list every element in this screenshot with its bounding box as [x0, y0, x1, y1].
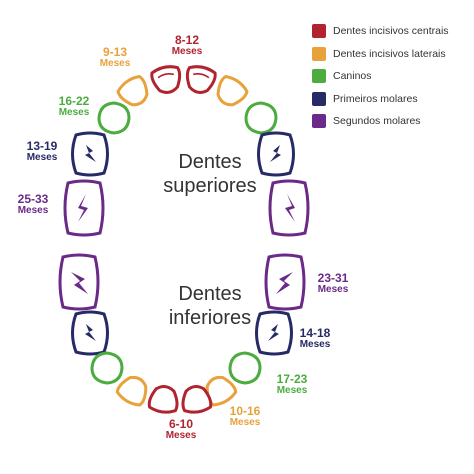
age-unit: Meses [299, 338, 331, 350]
age-range: 25-33 [17, 192, 49, 206]
age-unit: Meses [26, 151, 58, 163]
upper-teeth-title: Dentes superiores [110, 150, 310, 199]
legend-label: Dentes incisivos laterais [333, 47, 446, 60]
age-unit: Meses [276, 384, 308, 396]
age-range: 9-13 [102, 45, 128, 59]
age-unit: Meses [99, 57, 131, 69]
lower-title-line1: Dentes [178, 283, 242, 305]
upper-first-molar-left-tooth [71, 131, 109, 177]
lower-central-age: 6-10 Meses [156, 418, 206, 441]
age-range: 6-10 [168, 417, 194, 431]
upper-second-molar-right-tooth [268, 179, 310, 237]
lower-canine-age: 17-23 Meses [267, 373, 317, 396]
legend-label: Segundos molares [333, 115, 421, 128]
lower-first-molar-right-tooth [255, 310, 293, 356]
upper-central-right-tooth [182, 62, 219, 97]
legend-label: Dentes incisivos centrais [333, 25, 449, 38]
age-unit: Meses [171, 45, 203, 57]
upper-central-left-tooth [148, 62, 185, 97]
lower-canine-right-tooth [228, 351, 262, 385]
legend-label: Primeiros molares [333, 92, 418, 105]
legend-swatch [312, 69, 326, 84]
upper-canine-right-tooth [244, 101, 278, 135]
legend-item-canines: Caninos [312, 65, 472, 88]
upper-second-molar-left-tooth [63, 179, 105, 237]
legend-swatch [312, 24, 326, 39]
age-range: 10-16 [229, 404, 261, 418]
upper-title-line1: Dentes [178, 151, 242, 173]
lower-central-left-tooth [146, 383, 181, 416]
lower-title-line2: inferiores [168, 307, 252, 330]
lower-first-molar-age: 14-18 Meses [290, 327, 340, 350]
age-unit: Meses [229, 416, 261, 428]
upper-canine-age: 16-22 Meses [50, 95, 98, 118]
age-unit: Meses [165, 429, 197, 441]
legend-item-lateral-incisors: Dentes incisivos laterais [312, 43, 472, 66]
legend-item-first-molars: Primeiros molares [312, 88, 472, 111]
legend-swatch [312, 91, 326, 106]
lower-second-molar-left-tooth [58, 253, 100, 311]
lower-second-molar-right-tooth [264, 253, 306, 311]
legend-swatch [312, 114, 326, 129]
age-range: 23-31 [317, 271, 349, 285]
age-unit: Meses [317, 283, 349, 295]
age-range: 17-23 [276, 372, 308, 386]
lower-first-molar-left-tooth [71, 310, 109, 356]
age-range: 16-22 [58, 94, 90, 108]
upper-first-molar-right-tooth [257, 131, 295, 177]
lower-canine-left-tooth [90, 351, 124, 385]
upper-lateral-right-tooth [210, 72, 251, 112]
upper-title-line2: superiores [163, 175, 257, 198]
legend-label: Caninos [333, 70, 372, 83]
lower-teeth-title: Dentes inferiores [110, 282, 310, 331]
lower-second-molar-age: 23-31 Meses [308, 272, 358, 295]
upper-first-molar-age: 13-19 Meses [18, 140, 66, 163]
legend-item-central-incisors: Dentes incisivos centrais [312, 20, 472, 43]
legend-item-second-molars: Segundos molares [312, 110, 472, 133]
lower-lateral-age: 10-16 Meses [220, 405, 270, 428]
age-range: 14-18 [299, 326, 331, 340]
legend-swatch [312, 46, 326, 61]
upper-canine-left-tooth [97, 101, 131, 135]
age-unit: Meses [17, 204, 49, 216]
upper-central-age: 8-12 Meses [162, 34, 212, 57]
upper-lateral-age: 9-13 Meses [91, 46, 139, 69]
age-range: 8-12 [174, 33, 200, 47]
age-unit: Meses [58, 106, 90, 118]
legend: Dentes incisivos centrais Dentes incisiv… [312, 20, 472, 133]
age-range: 13-19 [26, 139, 58, 153]
upper-second-molar-age: 25-33 Meses [8, 193, 58, 216]
